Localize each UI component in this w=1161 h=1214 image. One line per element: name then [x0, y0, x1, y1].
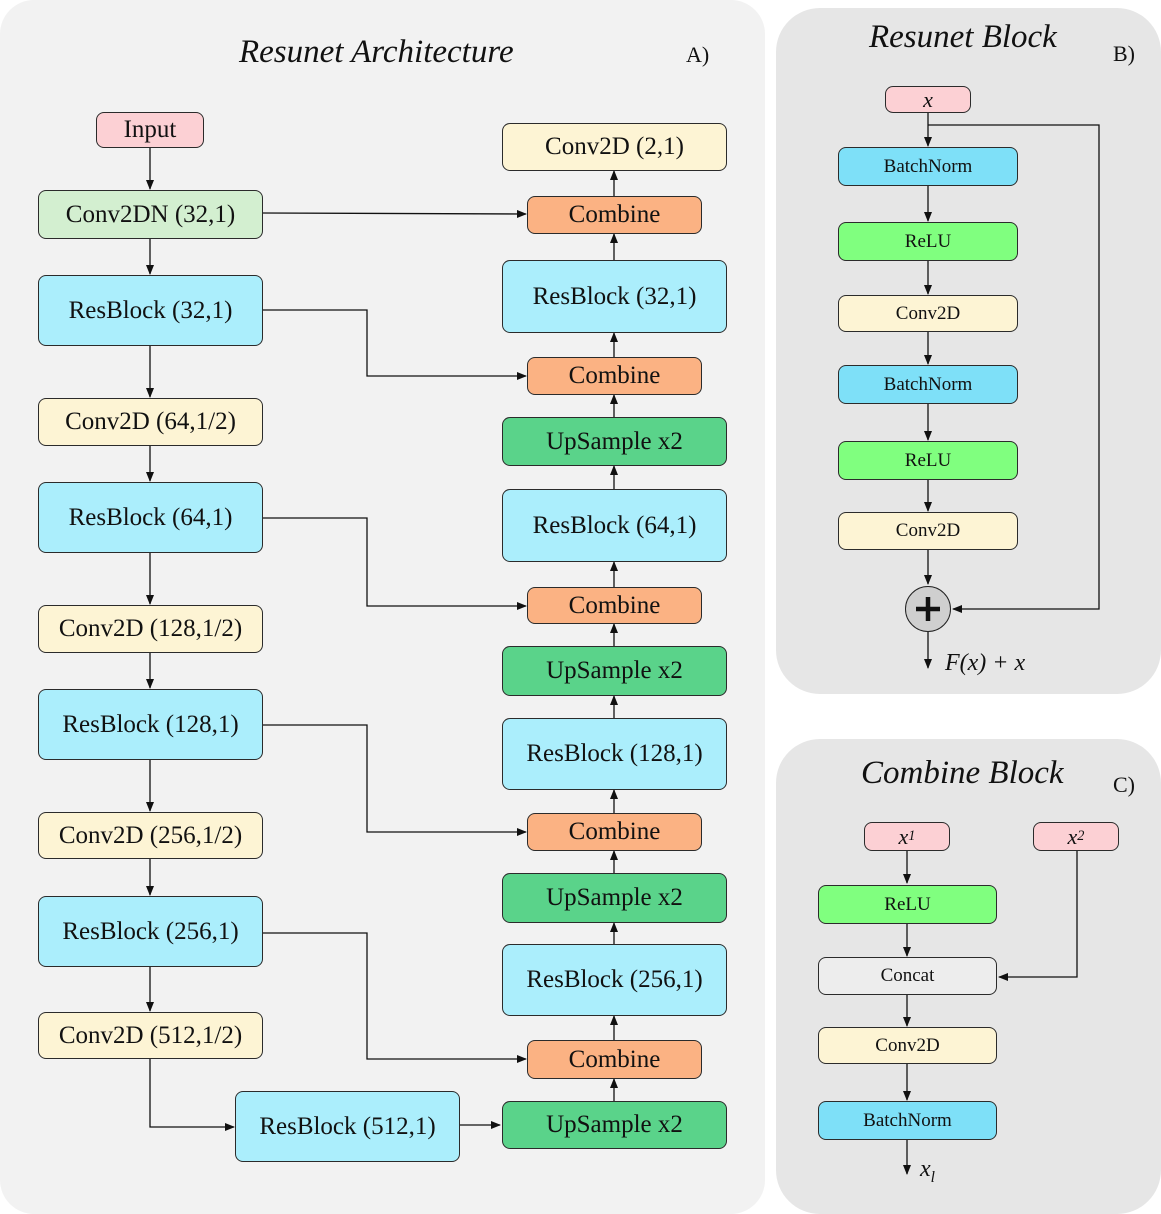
resunet-block-title: Resunet Block	[869, 19, 1057, 55]
wire	[928, 124, 1100, 613]
wire	[998, 851, 1078, 981]
conv2d-512-box: Conv2D (512,1/2)	[38, 1012, 263, 1059]
resblock-512-box: ResBlock (512,1)	[235, 1091, 460, 1162]
upsample-box-2: UpSample x2	[502, 646, 727, 696]
wire	[149, 1059, 235, 1131]
combine-relu: ReLU	[818, 885, 997, 924]
combine-block-title: Combine Block	[861, 755, 1064, 791]
block-batchnorm-1: BatchNorm	[838, 147, 1018, 186]
conv2d-128-box: Conv2D (128,1/2)	[38, 605, 263, 653]
combine-box-1: Combine	[527, 196, 702, 234]
block-conv2d-2: Conv2D	[838, 512, 1018, 550]
wire	[263, 932, 527, 1063]
combine-output-label: xl	[920, 1156, 935, 1186]
conv2d-64-box: Conv2D (64,1/2)	[38, 398, 263, 446]
wire	[263, 309, 527, 380]
combine-box-5: Combine	[527, 1040, 702, 1079]
plus-icon	[916, 597, 940, 621]
encoder-resblock-128-box: ResBlock (128,1)	[38, 689, 263, 760]
panel-resunet-block	[776, 8, 1161, 694]
add-icon	[905, 586, 951, 632]
conv2d-256-box: Conv2D (256,1/2)	[38, 812, 263, 859]
block-relu-1: ReLU	[838, 222, 1018, 261]
decoder-resblock-32-box: ResBlock (32,1)	[502, 260, 727, 333]
block-output-label: F(x) + x	[945, 650, 1026, 676]
upsample-box-4: UpSample x2	[502, 1101, 727, 1149]
combine-box-3: Combine	[527, 587, 702, 624]
combine-concat: Concat	[818, 957, 997, 995]
block-conv2d-1: Conv2D	[838, 295, 1018, 332]
combine-box-2: Combine	[527, 357, 702, 395]
decoder-resblock-256-box: ResBlock (256,1)	[502, 944, 727, 1016]
encoder-resblock-32-box: ResBlock (32,1)	[38, 275, 263, 346]
upsample-box-1: UpSample x2	[502, 417, 727, 466]
architecture-title: Resunet Architecture	[239, 34, 514, 70]
combine-conv2d: Conv2D	[818, 1027, 997, 1064]
combine-box-4: Combine	[527, 813, 702, 851]
encoder-resblock-64-box: ResBlock (64,1)	[38, 482, 263, 553]
encoder-resblock-256-box: ResBlock (256,1)	[38, 896, 263, 967]
decoder-resblock-128-box: ResBlock (128,1)	[502, 718, 727, 790]
upsample-box-3: UpSample x2	[502, 873, 727, 923]
panel-a-label: A)	[686, 42, 710, 67]
wire	[263, 517, 527, 610]
panel-b-label: B)	[1113, 41, 1135, 66]
wire	[262, 209, 527, 218]
combine-batchnorm: BatchNorm	[818, 1101, 997, 1140]
wire	[263, 724, 527, 836]
block-batchnorm-2: BatchNorm	[838, 365, 1018, 404]
conv2d-out-box: Conv2D (2,1)	[502, 123, 727, 171]
block-input-x: x	[885, 86, 971, 113]
conv2dn-32-box: Conv2DN (32,1)	[38, 190, 263, 239]
panel-c-label: C)	[1113, 772, 1135, 797]
block-relu-2: ReLU	[838, 441, 1018, 480]
decoder-resblock-64-box: ResBlock (64,1)	[502, 489, 727, 562]
input-box: Input	[96, 112, 204, 148]
